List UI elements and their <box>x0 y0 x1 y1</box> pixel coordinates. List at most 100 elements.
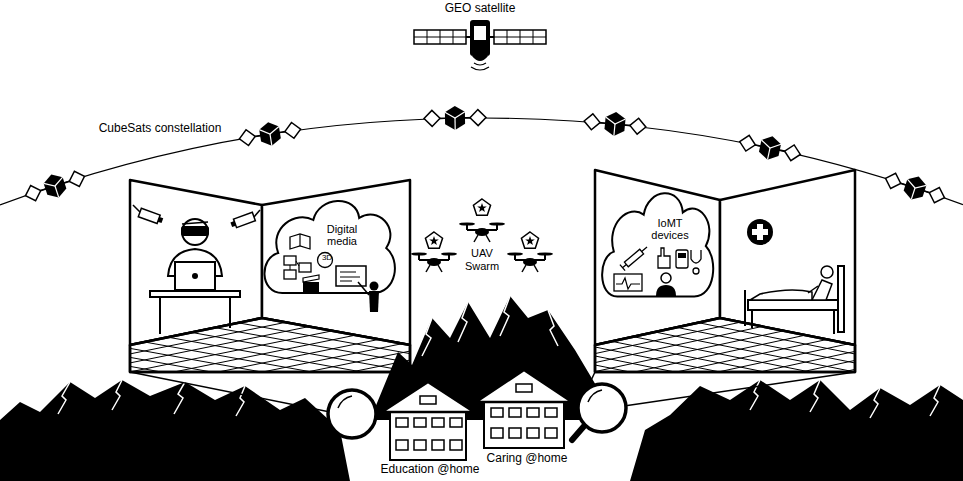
caring-room <box>595 170 720 345</box>
house-education <box>382 382 474 460</box>
digital-media-icons <box>284 256 296 265</box>
iomt-icons <box>656 285 676 296</box>
text-label: UAV Swarm <box>460 247 504 272</box>
digital-media-icons <box>303 275 319 282</box>
digital-media-icons <box>290 234 310 249</box>
security-camera <box>133 205 260 229</box>
text-label: Education @home <box>379 463 482 477</box>
digital-media-icons <box>299 234 300 246</box>
patient-bed <box>812 280 832 300</box>
patient-bed <box>748 300 838 310</box>
digital-media-icons <box>369 291 379 312</box>
cloud-outline <box>600 190 715 302</box>
magnifier-icon <box>318 431 335 450</box>
text-label: Caring @home <box>485 452 570 466</box>
magnifier-icon <box>578 384 626 432</box>
iomt-icons <box>676 250 688 268</box>
magnifier-icon <box>318 384 626 450</box>
house-education <box>414 440 426 450</box>
house-caring <box>491 408 503 417</box>
mountain-range <box>750 380 760 410</box>
house-education <box>432 440 444 450</box>
digital-media-icons <box>370 282 379 291</box>
house-caring <box>509 428 521 438</box>
mountain-range <box>112 380 122 410</box>
cubesat-icon <box>238 117 303 150</box>
patient-bed <box>745 266 844 334</box>
mountain-range <box>810 380 820 412</box>
caring-room <box>720 170 855 345</box>
patient-bed <box>808 286 818 293</box>
vr-student <box>182 222 208 224</box>
medical-cross <box>747 219 773 245</box>
security-camera <box>254 210 260 217</box>
uav-drone <box>507 252 553 272</box>
geo-satellite <box>414 30 466 44</box>
mountain-range <box>458 302 468 342</box>
digital-media-icons <box>290 261 299 270</box>
caring-room <box>595 318 855 372</box>
uav-drone <box>459 222 505 242</box>
uav-drone <box>521 232 538 248</box>
house-education <box>450 418 462 427</box>
patient-bed <box>750 290 812 300</box>
vr-student <box>182 219 208 245</box>
magnifier-leader <box>130 372 855 412</box>
security-camera <box>230 212 256 229</box>
mountain-range <box>930 385 940 416</box>
cloud-outline <box>262 198 397 298</box>
security-camera <box>138 208 164 225</box>
magnifier-leader <box>374 372 410 410</box>
iomt-icons <box>661 273 671 283</box>
patient-bed <box>751 310 753 328</box>
iomt-icons <box>691 250 701 263</box>
cloud-node: IoMT devices <box>600 190 715 302</box>
mountain-range <box>548 310 558 346</box>
house-caring <box>491 428 503 438</box>
uav-drone <box>411 252 457 272</box>
cloud-title: IoMT devices <box>648 218 692 241</box>
house-education <box>390 408 466 460</box>
uav-drone <box>473 199 490 215</box>
house-caring <box>516 384 532 392</box>
digital-media-icons <box>336 266 366 286</box>
education-room <box>130 180 262 345</box>
cloud-title: Digital media <box>319 224 365 247</box>
icon-text: 3D <box>320 254 334 262</box>
cloud-outline <box>264 201 394 293</box>
education-room <box>130 318 410 372</box>
magnifier-icon <box>338 396 352 408</box>
mountain-range <box>422 318 432 356</box>
geo-satellite <box>414 30 466 44</box>
geo-satellite <box>471 67 489 70</box>
uav-drone <box>411 199 553 272</box>
vr-student <box>175 262 215 290</box>
geo-satellite <box>494 30 546 44</box>
iomt-icons <box>614 274 642 291</box>
mountain-range <box>58 382 70 414</box>
mountain-range <box>0 296 963 481</box>
house-education <box>420 396 436 404</box>
vr-student <box>192 273 198 279</box>
digital-media-icons <box>284 270 296 279</box>
vr-student <box>181 226 209 236</box>
cubesat-icon <box>22 165 88 207</box>
vr-student <box>159 297 161 334</box>
cubesat-icon <box>737 130 803 166</box>
geo-satellite <box>494 30 546 44</box>
iomt-icons <box>658 248 670 268</box>
iomt-icons <box>614 244 701 296</box>
digital-media-icons <box>299 263 311 272</box>
magnifier-icon <box>328 390 376 438</box>
house-caring <box>476 370 572 402</box>
geo-satellite <box>414 20 546 70</box>
geo-satellite <box>470 20 490 56</box>
cloud-node: Digital media 3D <box>262 198 397 298</box>
text-label: GEO satellite <box>443 2 518 16</box>
geo-satellite <box>474 26 486 40</box>
mountain-range <box>236 386 245 416</box>
house-caring <box>545 428 557 438</box>
house-caring <box>484 398 564 448</box>
